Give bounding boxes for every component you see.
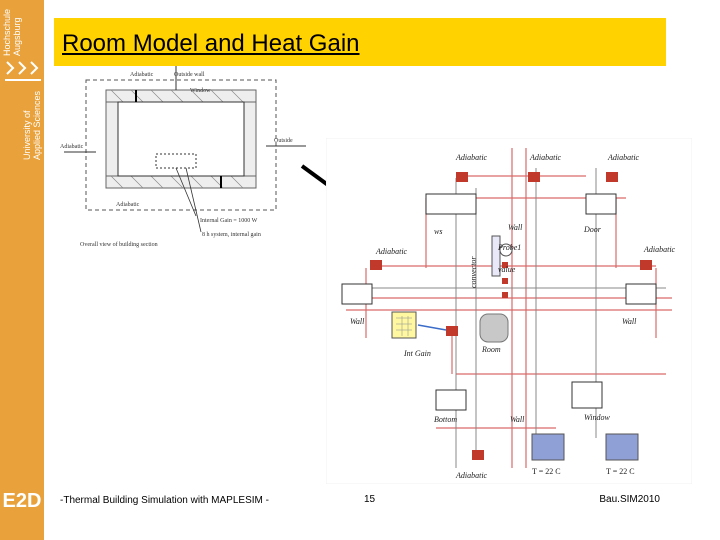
label-adiabatic-bottom: Adiabatic — [455, 471, 488, 480]
footer-course: -Thermal Building Simulation with MAPLES… — [60, 495, 269, 506]
wall-block-east — [625, 283, 657, 305]
university-logo — [5, 61, 41, 81]
section-outline — [85, 79, 277, 211]
label-adiabatic-right: Adiabatic — [643, 245, 676, 254]
e2d-logo: E2D — [2, 490, 42, 512]
door-block — [585, 193, 617, 215]
bottom-block — [435, 389, 467, 411]
sketch-label-top-left: Adiabatic — [130, 72, 154, 78]
label-wall-w: Wall — [350, 317, 365, 326]
sketch-label-left: Adiabatic — [60, 144, 84, 150]
sketch-label-window: Window — [190, 88, 211, 94]
building-section-sketch: Adiabatic Outside wall Window Outside Ad… — [60, 66, 306, 248]
label-temp1: T = 22 C — [532, 467, 561, 476]
sketch-label-top-right: Outside wall — [174, 72, 205, 78]
room-interior — [117, 101, 245, 177]
label-wall-top: Wall — [508, 223, 523, 232]
sketch-label-heat-gain: Internal Gain = 1000 W — [200, 218, 258, 224]
wall-block-west — [341, 283, 373, 305]
sketch-label-bottom-left: Adiabatic — [116, 202, 140, 208]
room-block — [479, 313, 509, 343]
label-window: Window — [584, 413, 610, 422]
label-door: Door — [583, 225, 602, 234]
label-probe: Probe1 — [497, 243, 521, 252]
adiabatic-boundaries — [370, 172, 652, 460]
int-gain-block — [391, 311, 417, 339]
label-adiabatic-left: Adiabatic — [375, 247, 408, 256]
sketch-label-schedule: 8 h system, internal gain — [202, 232, 261, 238]
page-number: 15 — [364, 494, 376, 505]
label-value: value — [498, 265, 516, 274]
label-int-gain: Int Gain — [403, 349, 431, 358]
label-bottom: Bottom — [434, 415, 457, 424]
wall-block-top — [425, 193, 477, 215]
maplesim-room-model: Adiabatic Adiabatic Adiabatic Adiabatic … — [326, 138, 692, 484]
label-ws: ws — [434, 227, 442, 236]
label-room: Room — [481, 345, 501, 354]
title-bar: Room Model and Heat Gain — [54, 18, 666, 66]
label-adiabatic-top2: Adiabatic — [529, 153, 562, 162]
label-convector: convector — [469, 256, 478, 288]
footer: -Thermal Building Simulation with MAPLES… — [54, 488, 666, 520]
label-wall-e: Wall — [622, 317, 637, 326]
temp-source-1 — [531, 433, 565, 461]
sketch-label-right: Outside — [274, 138, 293, 144]
label-adiabatic-top3: Adiabatic — [607, 153, 640, 162]
probe-sensor — [499, 243, 513, 257]
temp-source-2 — [605, 433, 639, 461]
footer-event: Bau.SIM2010 — [599, 494, 660, 505]
label-wall-s: Wall — [510, 415, 525, 424]
sketch-caption: Overall view of building section — [80, 241, 158, 248]
label-adiabatic-top1: Adiabatic — [455, 153, 488, 162]
slide-title: Room Model and Heat Gain — [62, 30, 360, 57]
label-temp2: T = 22 C — [606, 467, 635, 476]
window-block — [571, 381, 603, 409]
convector-block — [491, 235, 501, 277]
